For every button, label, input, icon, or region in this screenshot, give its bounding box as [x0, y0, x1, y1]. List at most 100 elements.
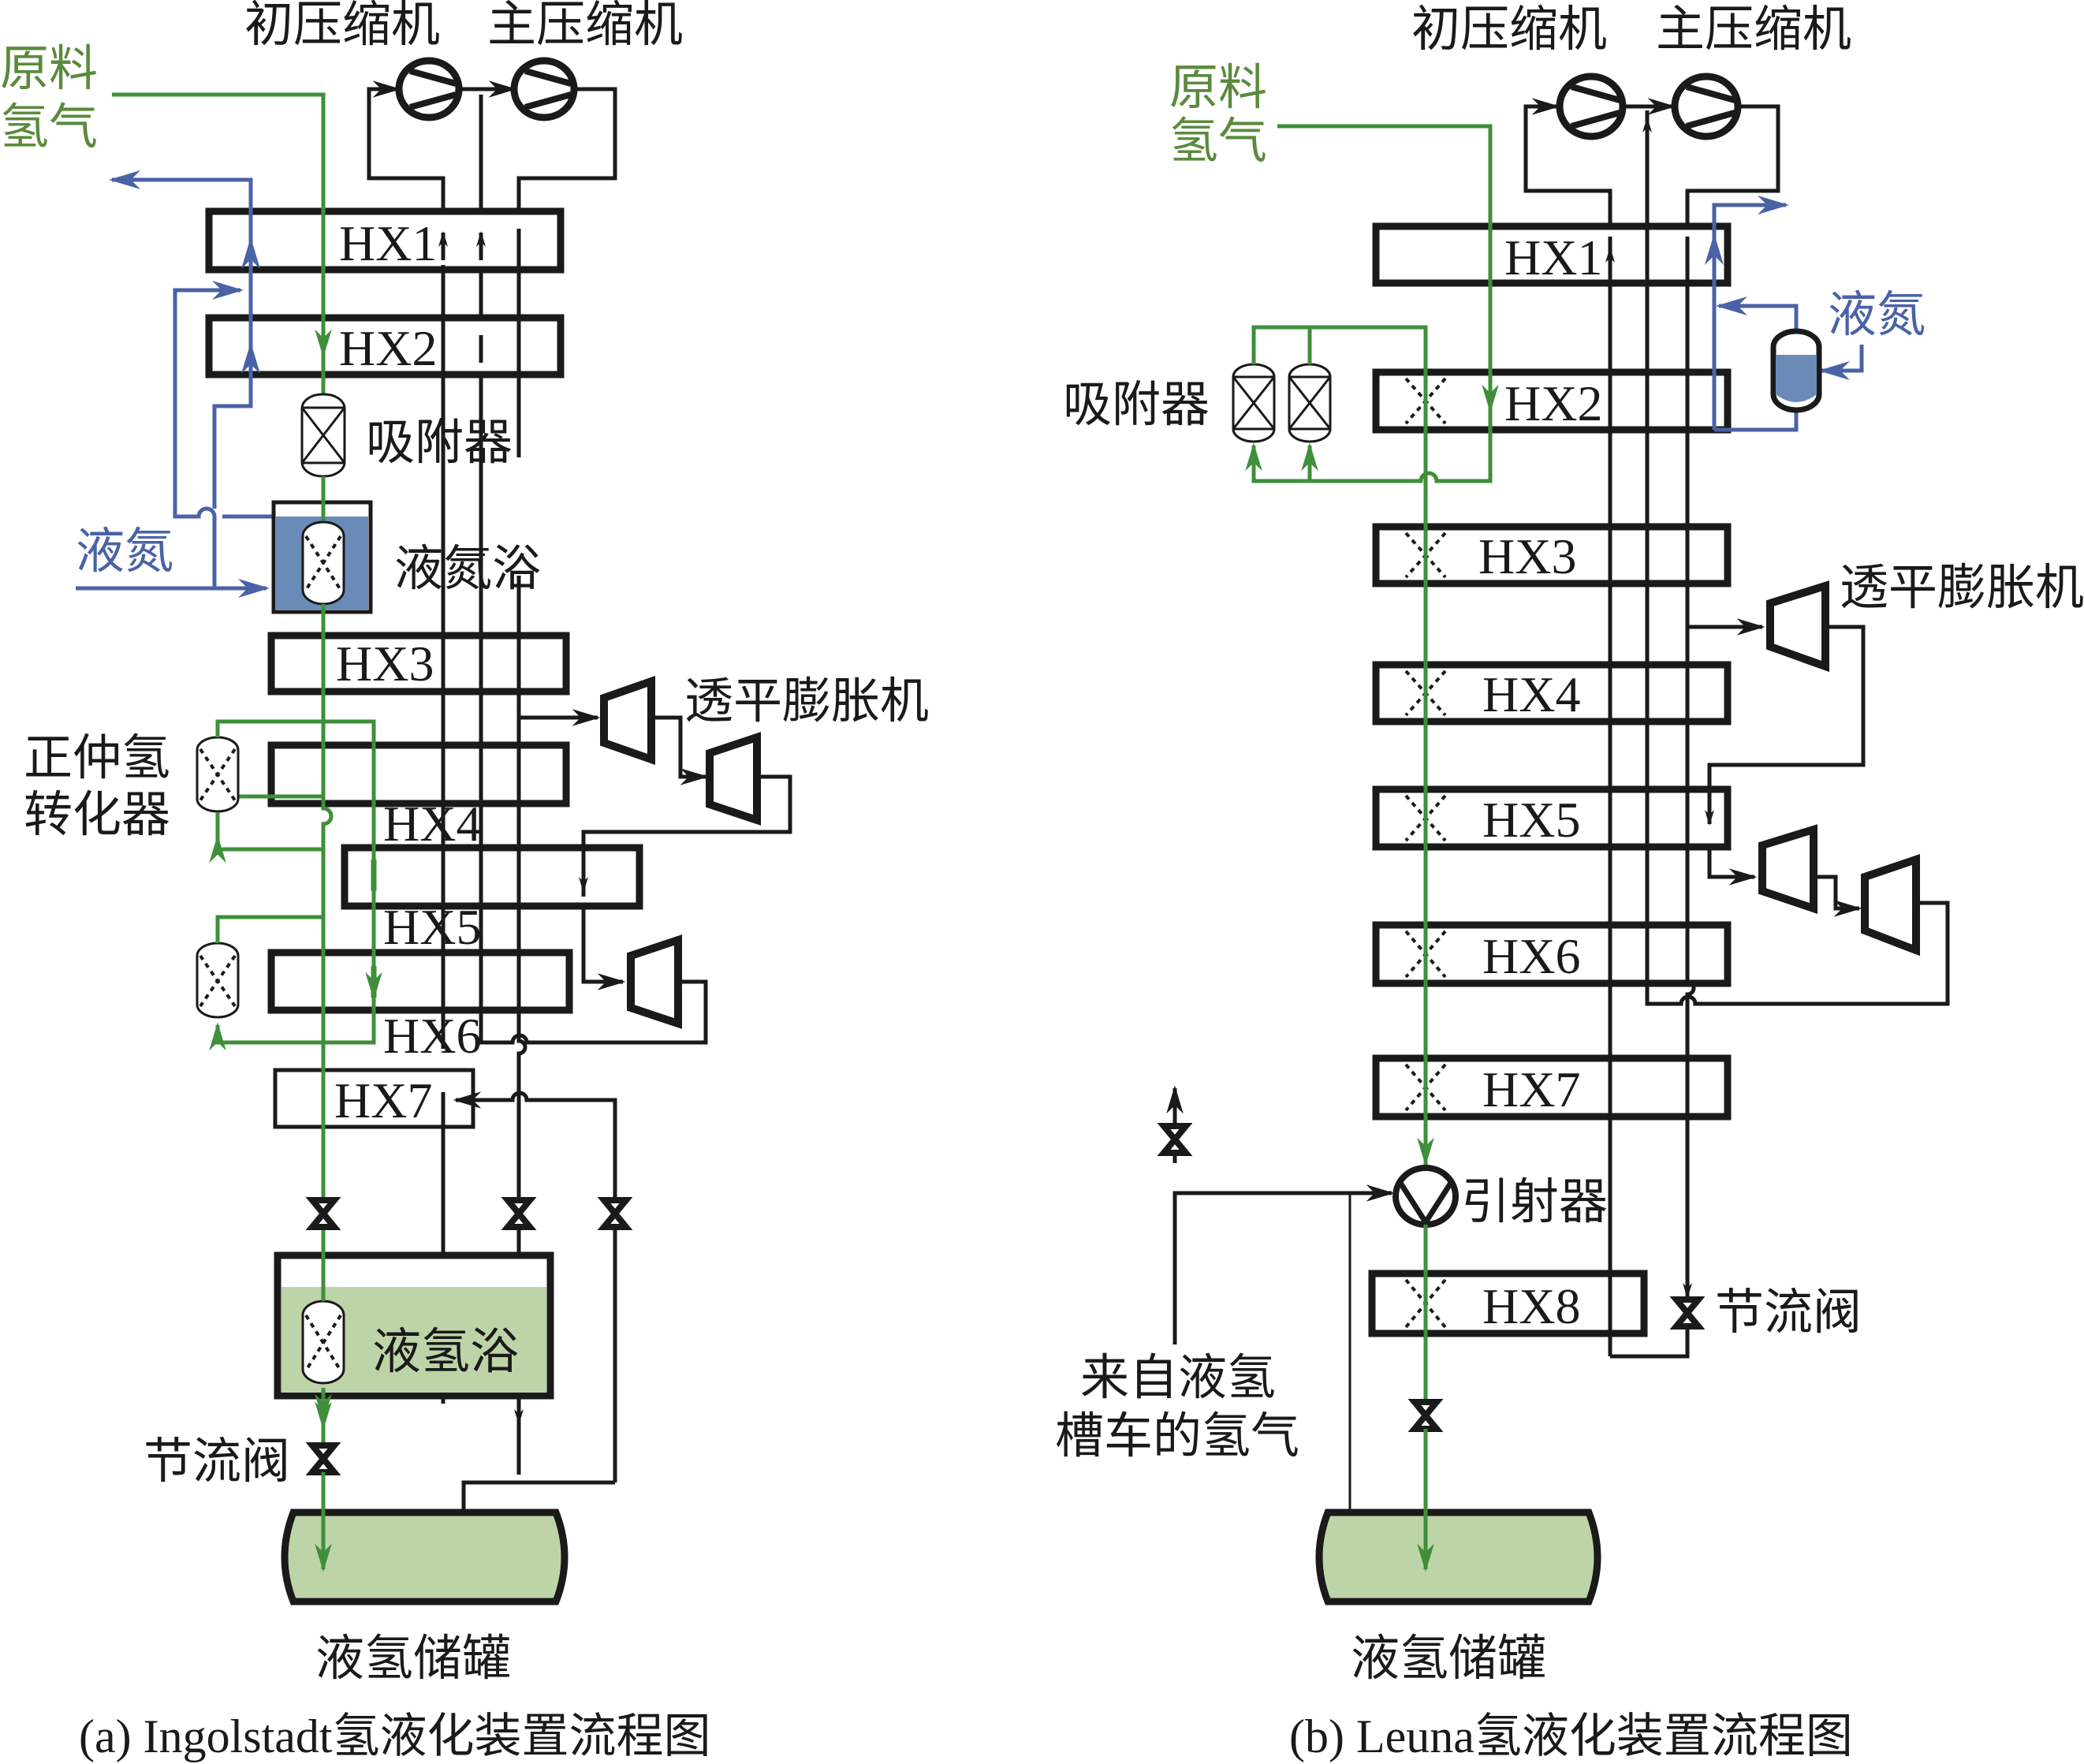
expander-2 [706, 732, 761, 826]
line-b-feed [1245, 124, 1493, 483]
expander-1 [600, 675, 655, 766]
hx6-box-b [1372, 921, 1732, 987]
valve-hp [501, 1197, 537, 1230]
valve-trailer [1157, 1123, 1193, 1156]
hx1-box [205, 207, 565, 274]
line-b-trailer-gas [1172, 1184, 1395, 1344]
ln2-vessel-b [1770, 328, 1822, 413]
line-b-expander-2-to-3 [1814, 875, 1862, 917]
hx4-label: HX4 [383, 796, 481, 852]
hx2-box-b [1372, 368, 1732, 434]
compressor-primary [395, 57, 463, 121]
line-ln2-from-bath [112, 180, 274, 519]
label-turbo-expander: 透平膨胀机 [684, 672, 929, 729]
label-turbo-expander-b: 透平膨胀机 [1840, 558, 2084, 616]
line-b-expander-3-out [1645, 901, 1950, 1006]
line-ln2-branch [173, 281, 244, 588]
line-opc1-top [215, 719, 315, 737]
hx6-label-b: HX6 [1482, 928, 1580, 984]
lh2-storage-tank-b [1315, 1509, 1601, 1606]
hx3-label: HX3 [336, 636, 434, 692]
hx8-box-b [1368, 1270, 1648, 1337]
adsorber-vessel [300, 393, 346, 478]
line-expander-3-out [479, 979, 708, 1045]
hx5-label: HX5 [383, 899, 481, 955]
line-opc1-out-cont [323, 891, 376, 1045]
hx3-box-b [1372, 523, 1732, 587]
line-b-expander-1-out [1705, 625, 1866, 826]
adsorber-b-2 [1288, 363, 1332, 443]
throttle-valve-b [1669, 1296, 1706, 1330]
opc-converter-1 [196, 736, 240, 813]
label-ejector: 引射器 [1461, 1173, 1608, 1230]
hx4-label-b: HX4 [1482, 666, 1580, 722]
diagram-leuna: 初压缩机 主压缩机 原料 氢气 [1055, 0, 2084, 1762]
hx5-box [341, 844, 643, 910]
valve-recycle [597, 1197, 633, 1230]
label-storage-tank: 液氢储罐 [315, 1629, 511, 1687]
line-opc2-bottom [209, 1022, 323, 1051]
label-feed-hydrogen-b1: 原料 [1169, 58, 1267, 116]
label-trailer-2: 槽车的氢气 [1055, 1407, 1299, 1464]
compressor-main [510, 57, 578, 121]
hx2-label-b: HX2 [1504, 375, 1602, 431]
line-opc1-out [315, 719, 376, 891]
line-b-vessel-top [1716, 296, 1799, 331]
label-throttle-valve: 节流阀 [144, 1432, 290, 1490]
line-compressor-return [367, 80, 446, 265]
line-b-ln2-in [1818, 345, 1864, 380]
label-throttle-valve-b: 节流阀 [1715, 1283, 1862, 1341]
valve-green [305, 1197, 341, 1230]
caption-ingolstadt: (a) Ingolstadt氢液化装置流程图 [79, 1710, 711, 1762]
hx3-label-b: HX3 [1478, 528, 1576, 584]
ejector [1392, 1165, 1459, 1228]
label-primary-compressor-b: 初压缩机 [1411, 0, 1607, 58]
hx7-label-b: HX7 [1482, 1061, 1580, 1117]
label-main-compressor-b: 主压缩机 [1656, 0, 1851, 58]
hx5-label-b: HX5 [1482, 792, 1580, 848]
line-expander-2-out [581, 774, 792, 982]
expander-3 [627, 934, 682, 1029]
hx7-box-b [1372, 1054, 1732, 1121]
line-expander-1-to-2 [651, 715, 709, 785]
hx6-box [267, 949, 573, 1014]
adsorber-b-1 [1232, 363, 1276, 443]
expander-b-2 [1758, 824, 1817, 914]
line-b-hp-down [1610, 237, 1696, 1359]
hx4-box-b [1372, 661, 1732, 725]
line-b-adsorber-out [1251, 325, 1428, 1167]
lh2-storage-tank [281, 1509, 569, 1606]
label-feed-hydrogen-1: 原料 [0, 39, 98, 97]
line-b-hp-out [1685, 104, 1780, 237]
label-main-compressor: 主压缩机 [487, 0, 683, 53]
expander-b-3 [1861, 854, 1920, 957]
caption-leuna: (b) Leuna氢液化装置流程图 [1289, 1710, 1853, 1762]
line-opc2-top [215, 915, 323, 943]
throttle-valve [305, 1442, 341, 1475]
line-feed-hydrogen [112, 92, 326, 394]
label-primary-compressor: 初压缩机 [244, 0, 440, 53]
hx6-label: HX6 [383, 1008, 481, 1064]
label-ln2-bath: 液氮浴 [394, 539, 541, 597]
hx2-box [205, 314, 565, 379]
label-opc-2: 转化器 [24, 785, 170, 843]
hx8-label-b: HX8 [1482, 1278, 1580, 1334]
hx1-label: HX1 [339, 215, 437, 271]
valve-b-main [1407, 1399, 1444, 1432]
line-tank-vent [461, 1480, 615, 1512]
hx1-label-b: HX1 [1504, 229, 1602, 285]
label-feed-hydrogen-2: 氢气 [0, 98, 98, 155]
expander-b-1 [1766, 580, 1829, 673]
label-lh2-bath: 液氢浴 [372, 1322, 519, 1380]
label-opc-1: 正仲氢 [24, 729, 170, 786]
label-ln2: 液氮 [76, 522, 173, 580]
diagram-ingolstadt: 初压缩机 主压缩机 原料 氢气 HX1 HX2 HX3 HX4 [0, 0, 929, 1762]
opc-in-lh2-bath [301, 1300, 345, 1385]
opc-in-ln2-bath [301, 520, 345, 606]
line-b-to-expander-2 [1707, 847, 1758, 886]
label-adsorber: 吸附器 [366, 413, 513, 471]
compressor-main-b [1671, 73, 1742, 140]
line-bath-to-hx3 [321, 604, 334, 1451]
label-storage-tank-b: 液氢储罐 [1351, 1629, 1546, 1687]
